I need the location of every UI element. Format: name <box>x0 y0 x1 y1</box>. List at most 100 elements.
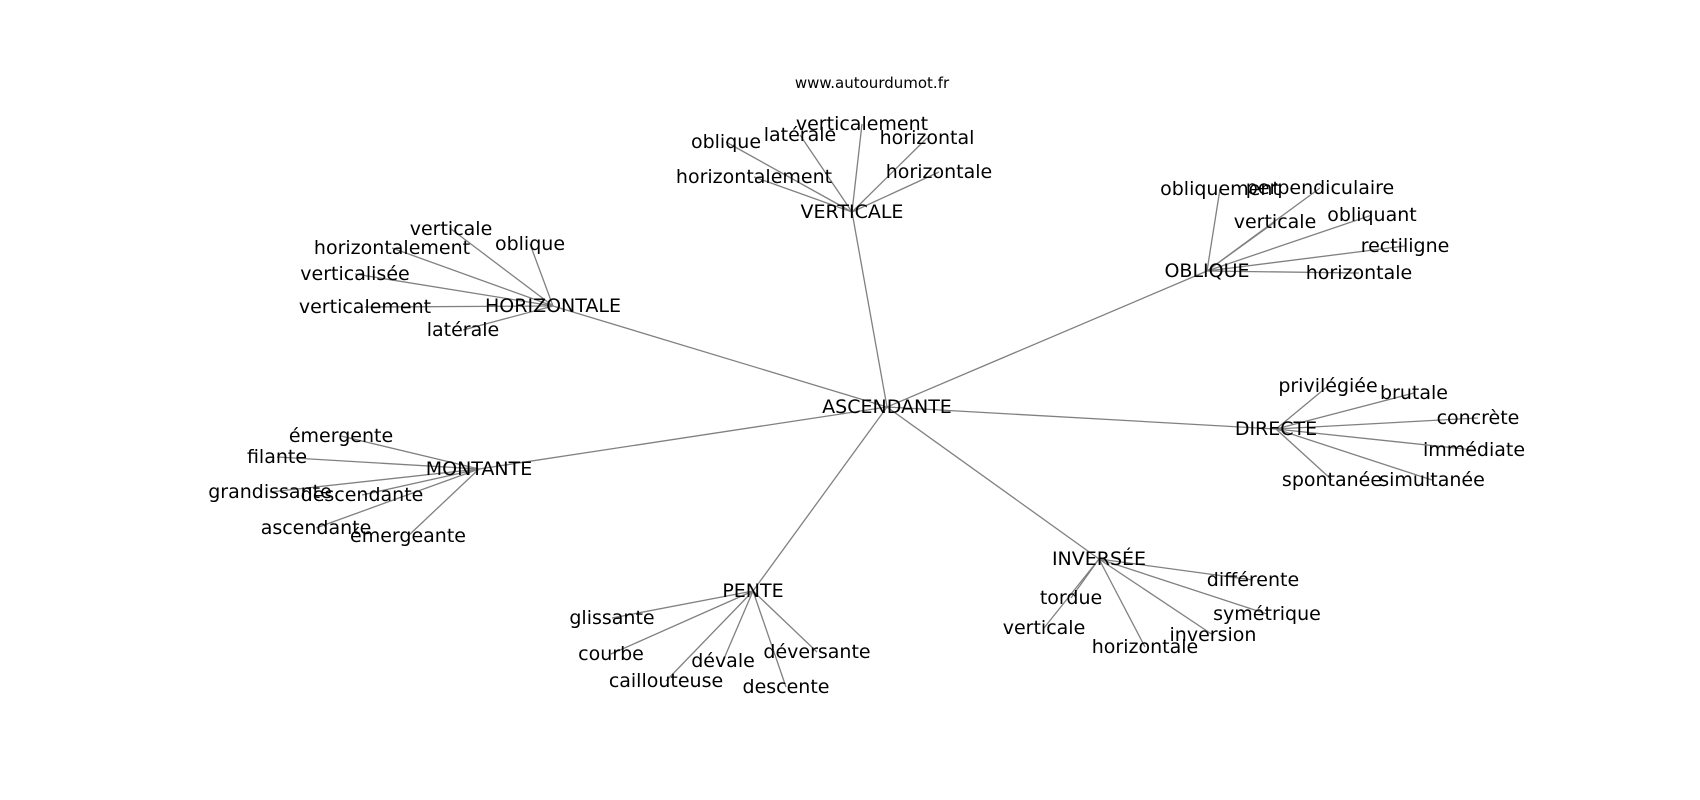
leaf-node-label: privilégiée <box>1278 375 1377 397</box>
labels: ASCENDANTEVERTICALEverticalementlatérale… <box>208 113 1525 698</box>
edge-montante-descendante <box>361 468 480 496</box>
edge-center-pente <box>752 406 888 592</box>
edge-pente-caillouteuse <box>665 590 754 682</box>
leaf-node-label: courbe <box>578 643 644 665</box>
leaf-node-label: verticalement <box>796 113 928 135</box>
leaf-node-label: émergente <box>289 425 393 447</box>
edge-center-verticale <box>851 211 888 408</box>
edge-verticale-horizontal <box>851 137 928 213</box>
leaf-node-label: symétrique <box>1213 603 1321 625</box>
edge-oblique-horizontale <box>1206 270 1360 274</box>
edge-pente-devale <box>722 590 754 662</box>
hub-node-label-horizontale: HORIZONTALE <box>485 295 621 317</box>
leaf-node-label: différente <box>1207 569 1299 591</box>
edge-inversee-symetrique <box>1098 558 1268 615</box>
leaf-node-label: verticale <box>1234 211 1317 233</box>
leaf-node-label: horizontalement <box>314 237 470 259</box>
leaf-node-label: inversion <box>1170 624 1257 646</box>
leaf-node-label: concrète <box>1437 407 1520 429</box>
hub-node-label-verticale: VERTICALE <box>801 201 904 223</box>
edge-inversee-horizontale <box>1098 558 1146 648</box>
edge-center-oblique <box>886 270 1208 408</box>
leaf-node-label: perpendiculaire <box>1246 177 1394 199</box>
edge-verticale-laterale <box>799 134 853 213</box>
edge-montante-grandissante <box>269 468 480 493</box>
leaf-node-label: verticalisée <box>300 263 409 285</box>
edge-pente-deversante <box>752 590 818 653</box>
edge-directe-immediate <box>1275 428 1475 451</box>
edge-montante-filante <box>276 456 480 470</box>
edge-horizontale-verticalement <box>364 305 554 308</box>
leaf-node-label: filante <box>247 446 307 468</box>
edge-oblique-obliquant <box>1206 214 1373 272</box>
hub-node-label-directe: DIRECTE <box>1235 418 1317 440</box>
edge-oblique-rectiligne <box>1206 245 1406 272</box>
leaf-node-label: descendante <box>301 484 424 506</box>
edge-inversee-verticale <box>1043 558 1100 629</box>
edge-pente-descente <box>752 590 787 688</box>
leaf-node-label: immédiate <box>1423 439 1525 461</box>
edge-directe-concrete <box>1275 417 1479 430</box>
leaf-node-label: rectiligne <box>1361 235 1450 257</box>
edge-horizontale-verticalisee <box>354 273 554 307</box>
leaf-node-label: verticalement <box>299 296 431 318</box>
leaf-node-label: horizontale <box>886 161 992 183</box>
edge-directe-spontanee <box>1275 428 1333 481</box>
hub-node-label-inversee: INVERSÉE <box>1052 547 1146 570</box>
leaf-node-label: horizontale <box>1306 262 1412 284</box>
leaf-node-label: oblique <box>691 131 761 153</box>
leaf-node-label: tordue <box>1040 587 1102 609</box>
edge-center-directe <box>886 406 1277 430</box>
leaf-node-label: horizontale <box>1092 636 1198 658</box>
edge-oblique-verticale <box>1206 221 1276 272</box>
edge-center-horizontale <box>552 305 888 408</box>
edge-pente-courbe <box>610 590 754 655</box>
edge-verticale-verticalement <box>851 123 863 213</box>
leaf-node-label: brutale <box>1380 382 1448 404</box>
leaf-node-label: obliquant <box>1327 204 1416 226</box>
hub-node-label-pente: PENTE <box>722 580 783 602</box>
leaf-node-label: simultanée <box>1379 469 1485 491</box>
leaf-node-label: verticale <box>410 218 493 240</box>
leaf-node-label: déversante <box>763 641 870 663</box>
leaf-node-label: descente <box>743 676 830 698</box>
edge-verticale-horizontalement <box>753 176 853 213</box>
edge-horizontale-verticale <box>450 228 554 307</box>
edge-montante-emergeante <box>407 468 480 537</box>
hub-node-label-montante: MONTANTE <box>426 458 533 480</box>
leaf-node-label: horizontalement <box>676 166 832 188</box>
edge-horizontale-laterale <box>462 305 554 331</box>
leaf-node-label: émergeante <box>350 525 466 547</box>
leaf-node-label: oblique <box>495 233 565 255</box>
edge-center-montante <box>478 406 888 470</box>
edge-oblique-obliquement <box>1206 188 1221 272</box>
leaf-node-label: grandissante <box>208 481 332 503</box>
edges <box>269 123 1479 688</box>
leaf-node-label: horizontal <box>880 127 975 149</box>
leaf-node-label: dévale <box>691 650 755 672</box>
leaf-node-label: obliquement <box>1160 178 1280 200</box>
edge-directe-privilegiee <box>1275 385 1329 430</box>
edge-directe-brutale <box>1275 392 1415 430</box>
leaf-node-label: latérale <box>427 319 499 341</box>
leaf-node-label: ascendante <box>261 517 372 539</box>
edge-montante-ascendante <box>315 468 480 529</box>
edge-pente-glissante <box>611 590 754 619</box>
leaf-node-label: verticale <box>1003 617 1086 639</box>
center-node-label: ASCENDANTE <box>822 396 952 418</box>
leaf-node-label: spontanée <box>1282 469 1382 491</box>
leaf-node-label: caillouteuse <box>609 670 723 692</box>
hub-node-label-oblique: OBLIQUE <box>1164 260 1249 282</box>
source-label: www.autourdumot.fr <box>795 74 950 92</box>
leaf-node-label: latérale <box>764 124 836 146</box>
leaf-node-label: glissante <box>569 607 654 629</box>
edge-verticale-oblique <box>725 141 853 213</box>
edge-horizontale-oblique <box>529 243 554 307</box>
edge-inversee-differente <box>1098 558 1254 581</box>
edge-montante-emergente <box>340 435 480 470</box>
edge-verticale-horizontale <box>851 171 940 213</box>
edge-directe-simultanee <box>1275 428 1433 481</box>
edge-horizontale-horizontalement <box>391 247 554 307</box>
edge-inversee-inversion <box>1098 558 1214 636</box>
